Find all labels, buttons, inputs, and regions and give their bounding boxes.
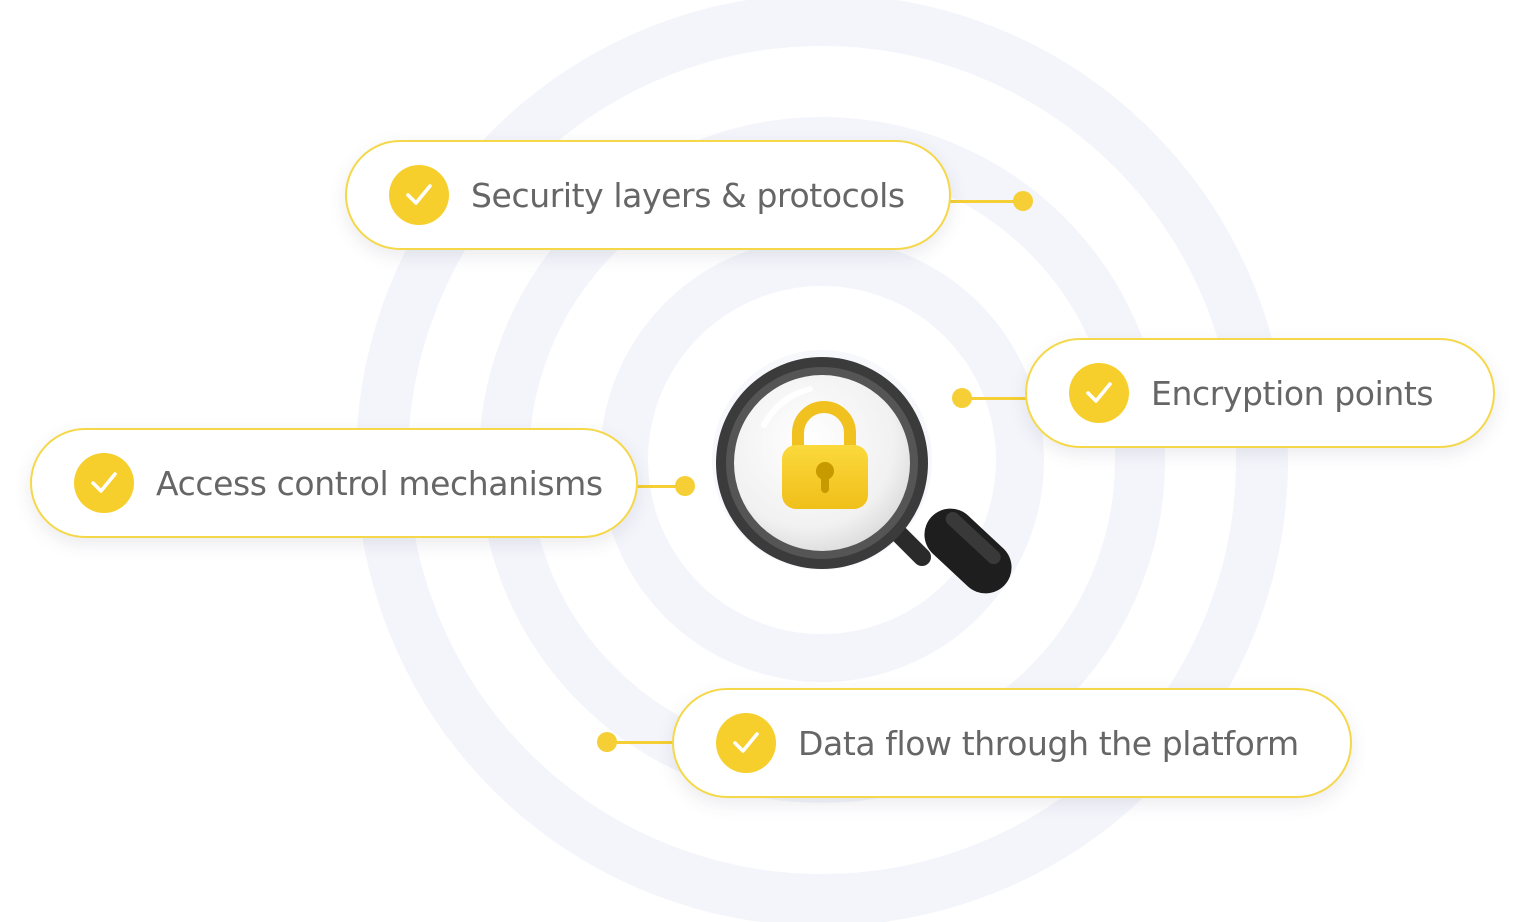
checkmark-icon [389, 165, 449, 225]
connector-line-dataflow [608, 741, 674, 744]
checkmark-icon [1069, 363, 1129, 423]
item-data-flow: Data flow through the platform [672, 688, 1352, 798]
connector-line-access [636, 485, 686, 488]
item-security-layers: Security layers & protocols [345, 140, 951, 250]
item-access-control: Access control mechanisms [30, 428, 638, 538]
item-encryption-points: Encryption points [1025, 338, 1495, 448]
checkmark-icon [74, 453, 134, 513]
connector-dot-dataflow [597, 732, 617, 752]
connector-dot-access [675, 476, 695, 496]
item-label: Security layers & protocols [471, 175, 905, 215]
item-label: Encryption points [1151, 373, 1434, 413]
magnifier-lock-icon [716, 357, 1012, 594]
checkmark-icon [716, 713, 776, 773]
connector-line-security [948, 200, 1024, 203]
connector-line-encryption [962, 397, 1028, 400]
item-label: Data flow through the platform [798, 723, 1299, 763]
item-label: Access control mechanisms [156, 463, 603, 503]
connector-dot-encryption [952, 388, 972, 408]
connector-dot-security [1013, 191, 1033, 211]
